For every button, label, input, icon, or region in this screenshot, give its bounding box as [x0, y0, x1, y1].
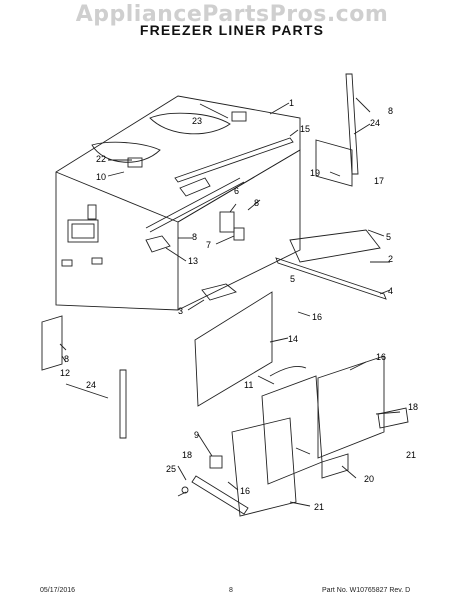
callout-18b: 18 — [182, 450, 192, 460]
callout-8c: 8 — [192, 232, 197, 242]
callout-2: 2 — [388, 254, 393, 264]
callout-16a: 16 — [312, 312, 322, 322]
footer-date: 05/17/2016 — [40, 587, 76, 594]
callout-21a: 21 — [406, 450, 416, 460]
callout-14: 14 — [288, 334, 298, 344]
callout-9: 9 — [194, 430, 199, 440]
callout-5a: 5 — [386, 232, 391, 242]
callout-15: 15 — [300, 124, 310, 134]
freezer-liner-box — [55, 95, 301, 311]
callout-24b: 24 — [86, 380, 96, 390]
watermark: AppliancePartsPros.com — [75, 2, 389, 27]
page-title: FREEZER LINER PARTS — [139, 22, 325, 38]
callout-23: 23 — [192, 116, 202, 126]
callout-8a: 8 — [388, 106, 393, 116]
callout-17: 17 — [374, 176, 384, 186]
callout-16b: 16 — [376, 352, 386, 362]
callout-19: 19 — [310, 168, 320, 178]
footer-part-number: Part No. W10765827 Rev. D — [322, 587, 411, 594]
callout-25: 25 — [166, 464, 176, 474]
callout-16c: 16 — [240, 486, 250, 496]
callout-13: 13 — [188, 256, 198, 266]
footer-page-number: 8 — [229, 587, 233, 594]
callout-8b: 8 — [254, 198, 259, 208]
callout-20: 20 — [364, 474, 374, 484]
callout-1: 1 — [289, 98, 294, 108]
callout-8d: 8 — [64, 354, 69, 364]
callout-5b: 5 — [290, 274, 295, 284]
callout-12: 12 — [60, 368, 70, 378]
callout-22: 22 — [96, 154, 106, 164]
callout-18a: 18 — [408, 402, 418, 412]
callout-10: 10 — [96, 172, 106, 182]
callout-21b: 21 — [314, 502, 324, 512]
callout-4: 4 — [388, 286, 393, 296]
callout-24a: 24 — [370, 118, 380, 128]
callout-7: 7 — [206, 240, 211, 250]
callout-3: 3 — [178, 306, 183, 316]
callout-11: 11 — [244, 380, 253, 390]
callout-6: 6 — [234, 186, 239, 196]
